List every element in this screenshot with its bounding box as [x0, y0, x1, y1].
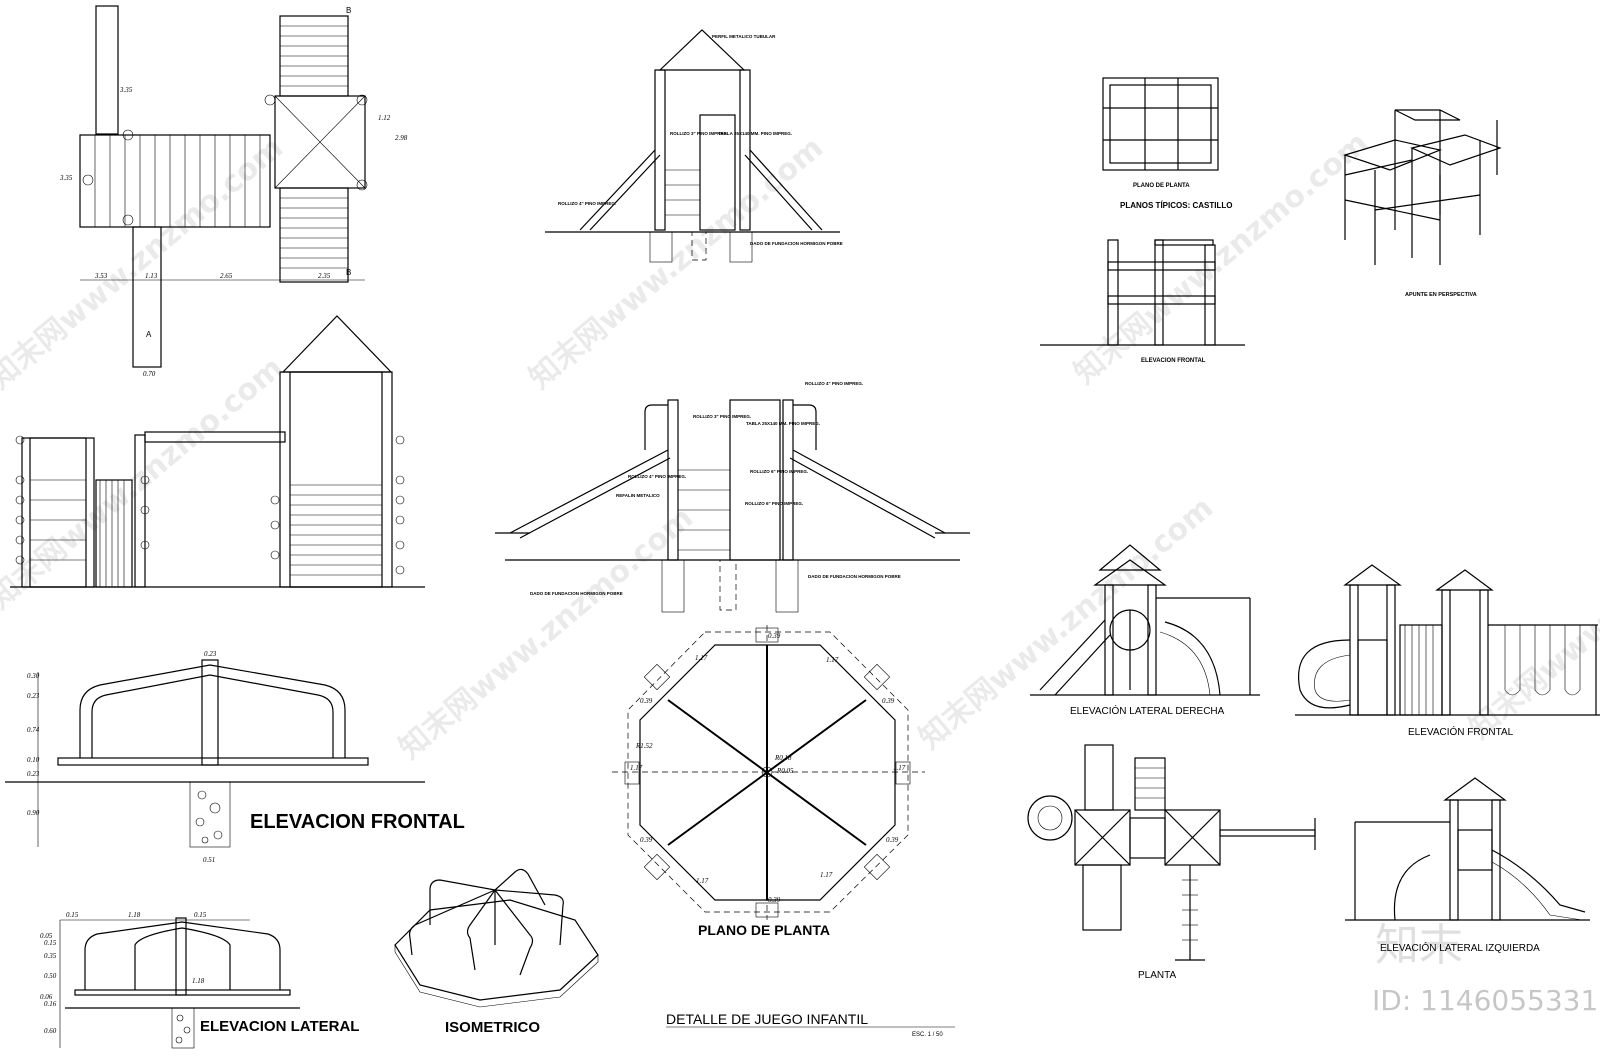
- merry-front-dim: 0.90: [27, 809, 40, 817]
- watermark-text: 知末网www.znzmo.com: [1463, 480, 1600, 746]
- merry-side-dim: 0.05: [40, 932, 53, 940]
- plan-dim: 1.12: [378, 114, 391, 122]
- plan-dim: 3.53: [94, 272, 108, 280]
- merry-octagon-plan: 0.39 1.17 1.17 0.39 0.39 1.17 1.17 0.39 …: [612, 625, 925, 938]
- section-marker-a: A: [146, 330, 152, 339]
- merry-front-dim: 0.51: [203, 856, 215, 864]
- merry-side-dim: 0.06: [40, 993, 53, 1001]
- watermark-id: ID: 1146055331: [1372, 984, 1598, 1017]
- slide-section-middle: ROLLIZO 4" PINO IMPREG. ROLLIZO 3" PINO …: [495, 381, 970, 613]
- octagon-dim: 0.39: [768, 632, 781, 640]
- octagon-dim: 0.39: [886, 836, 899, 844]
- merry-front-dim: 0.10: [27, 756, 40, 764]
- section-marker-b: B: [346, 268, 351, 277]
- plan-dim: 2.65: [220, 272, 233, 280]
- tower-section-top: PERFIL METALICO TUBULAR ROLLIZO 3" PINO …: [545, 29, 843, 263]
- octagon-radius: R0.05: [776, 767, 794, 775]
- octagon-radius: R1.52: [635, 742, 653, 750]
- octagon-dim: 1.17: [826, 656, 839, 664]
- note-rollizo: ROLLIZO 6" PINO IMPREG.: [745, 501, 803, 506]
- note-rollizo: ROLLIZO 4" PINO IMPREG.: [628, 474, 686, 479]
- octagon-dim: 1.17: [695, 654, 708, 662]
- plan-dim: 0.70: [143, 370, 156, 378]
- note-tabla: TABLA 25X140 MM. PINO IMPREG.: [746, 421, 820, 426]
- merry-front-dim: 0.23: [204, 650, 217, 658]
- elevation-structure: [10, 315, 425, 588]
- octagon-dim: 1.17: [893, 764, 906, 772]
- castillo-typical: PLANO DE PLANTA PLANOS TÍPICOS: CASTILLO…: [1040, 77, 1245, 364]
- note-perfil: PERFIL METALICO TUBULAR: [712, 34, 776, 39]
- octagon-dim: 1.17: [630, 764, 643, 772]
- octagon-dim: 0.39: [768, 896, 781, 904]
- octagon-radius: R0.18: [774, 754, 792, 762]
- note-rollizo: ROLLIZO 3" PINO IMPREG.: [670, 131, 728, 136]
- note-rollizo: ROLLIZO 4" PINO IMPREG.: [805, 381, 863, 386]
- label-elevacion-frontal-small: ELEVACION FRONTAL: [1141, 358, 1206, 364]
- plan-dim: 1.13: [145, 272, 158, 280]
- label-elev-frontal-2: ELEVACIÓN FRONTAL: [1408, 725, 1514, 738]
- label-elev-lat-derecha: ELEVACIÓN LATERAL DERECHA: [1070, 704, 1225, 717]
- octagon-dim: 1.17: [696, 877, 709, 885]
- label-elevacion-frontal: ELEVACION FRONTAL: [250, 811, 465, 833]
- merry-side-dim: 0.35: [44, 952, 57, 960]
- merry-side-dim: 0.60: [44, 1027, 57, 1035]
- note-rollizo: ROLLIZO 4" PINO IMPREG.: [558, 201, 616, 206]
- octagon-dim: 0.39: [882, 697, 895, 705]
- merry-side-dim: 1.18: [192, 977, 205, 985]
- merry-front-dim: 0.74: [27, 726, 40, 734]
- drawing-title: DETALLE DE JUEGO INFANTIL: [666, 1011, 868, 1027]
- note-dado: DADO DE FUNDACION HORMIGON POBRE: [750, 241, 843, 246]
- section-marker-b: B: [346, 6, 351, 15]
- label-plano-planta-small: PLANO DE PLANTA: [1133, 183, 1190, 189]
- elev-lateral-derecha: ELEVACIÓN LATERAL DERECHA: [1030, 544, 1260, 717]
- merry-front-elevation: 0.30 0.23 0.74 0.10 0.23 0.90 0.23 0.51 …: [5, 650, 465, 864]
- note-rollizo: ROLLIZO 6" PINO IMPREG.: [750, 469, 808, 474]
- label-planta: PLANTA: [1138, 970, 1176, 981]
- watermark-layer: 知末网www.znzmo.com 知末网www.znzmo.com 知末网www…: [0, 125, 1600, 1017]
- label-plano-de-planta: PLANO DE PLANTA: [698, 922, 830, 938]
- note-rollizo: ROLLIZO 3" PINO IMPREG.: [693, 414, 751, 419]
- note-dado: DADO DE FUNDACION HORMIGON POBRE: [808, 574, 901, 579]
- plan-dim: 3.35: [119, 86, 133, 94]
- plan-dim: 2.35: [318, 272, 331, 280]
- title-block: DETALLE DE JUEGO INFANTIL ESC. 1 / 50: [666, 1011, 955, 1038]
- castillo-perspective: APUNTE EN PERSPECTIVA: [1343, 109, 1502, 298]
- note-tabla: TABLA 25X140 MM. PINO IMPREG.: [718, 131, 792, 136]
- drawing-scale: ESC. 1 / 50: [912, 1032, 943, 1038]
- elev-lateral-izquierda: ELEVACIÓN LATERAL IZQUIERDA: [1345, 777, 1590, 954]
- watermark-text: 知末网www.znzmo.com: [393, 500, 700, 766]
- merry-side-dim: 0.15: [66, 911, 79, 919]
- merry-front-dim: 0.23: [27, 770, 40, 778]
- merry-side-dim: 0.16: [44, 1000, 57, 1008]
- plan-dim: 2.98: [395, 134, 408, 142]
- watermark-text: 知末网www.znzmo.com: [1068, 125, 1375, 391]
- label-elev-lat-izquierda: ELEVACIÓN LATERAL IZQUIERDA: [1380, 941, 1540, 954]
- label-isometrico: ISOMETRICO: [445, 1019, 540, 1036]
- watermark-logo: 知末: [1375, 920, 1463, 971]
- merry-isometric: ISOMETRICO: [394, 868, 599, 1036]
- elev-frontal-playground: ELEVACIÓN FRONTAL: [1295, 564, 1600, 738]
- label-planos-tipicos: PLANOS TÍPICOS: CASTILLO: [1120, 201, 1232, 210]
- merry-side-elevation: 0.15 1.18 0.15 0.05 0.15 0.35 0.50 0.06 …: [40, 911, 359, 1049]
- merry-side-dim: 1.18: [128, 911, 141, 919]
- merry-side-dim: 0.15: [194, 911, 207, 919]
- octagon-dim: 0.39: [640, 836, 653, 844]
- merry-side-dim: 0.50: [44, 972, 57, 980]
- plan-view-slide-tower: 3.53 1.13 2.65 2.35 3.35 2.98 1.12 0.70 …: [59, 5, 408, 378]
- note-dado: DADO DE FUNDACION HORMIGON POBRE: [530, 591, 623, 596]
- merry-front-dim: 0.23: [27, 692, 40, 700]
- plan-dim: 3.35: [59, 174, 73, 182]
- octagon-dim: 1.17: [820, 871, 833, 879]
- note-refalin: REFALIN METALICO: [616, 493, 660, 498]
- merry-front-dim: 0.30: [27, 672, 40, 680]
- merry-side-dim: 0.15: [44, 939, 57, 947]
- label-elevacion-lateral: ELEVACION LATERAL: [200, 1018, 359, 1035]
- label-apunte-perspectiva: APUNTE EN PERSPECTIVA: [1405, 292, 1477, 298]
- octagon-dim: 0.39: [640, 697, 653, 705]
- planta-playground: PLANTA: [1027, 744, 1316, 981]
- watermark-text: 知末网www.znzmo.com: [0, 130, 290, 396]
